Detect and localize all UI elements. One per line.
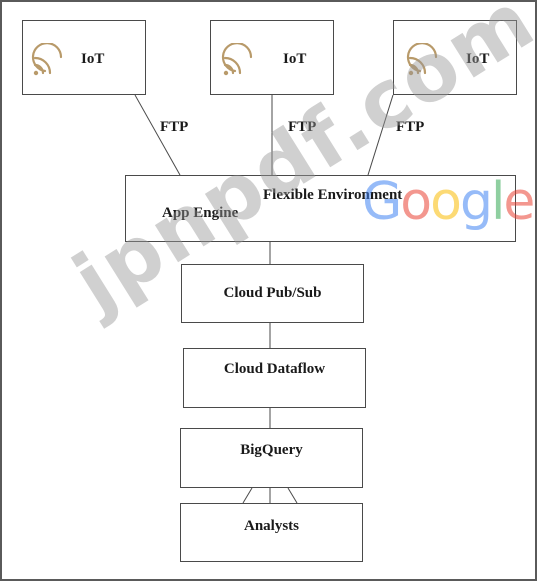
iot-node-3: IoT — [393, 20, 517, 95]
google-letter: G — [362, 172, 402, 232]
analysts-label: Analysts — [243, 518, 299, 534]
iot-node-1: IoT — [22, 20, 146, 95]
iot-node-label: IoT — [466, 51, 490, 67]
cloud-dataflow-label: Cloud Dataflow — [223, 361, 326, 377]
analysts-box: Analysts — [180, 503, 363, 562]
app-engine-box: Flexible Environment App Engine — [125, 175, 516, 242]
google-watermark: Google — [362, 172, 535, 232]
iot-3-connector — [367, 94, 394, 176]
bigquery-analysts-connector-left — [242, 487, 253, 504]
iot-node-2: IoT — [210, 20, 334, 95]
ftp-link-label-1: FTP — [160, 119, 189, 135]
iot-signal-icon — [406, 43, 438, 76]
google-letter: l — [490, 172, 506, 232]
google-letter: o — [430, 172, 462, 232]
bigquery-analysts-connector-right — [287, 487, 298, 504]
cloud-dataflow-box: Cloud Dataflow — [183, 348, 366, 408]
ftp-link-label-3: FTP — [396, 119, 425, 135]
iot-signal-icon — [31, 43, 63, 76]
iot-node-label: IoT — [81, 51, 105, 67]
iot-node-label: IoT — [283, 51, 307, 67]
cloud-pubsub-box: Cloud Pub/Sub — [181, 264, 364, 323]
google-letter: g — [459, 172, 493, 232]
google-letter: e — [503, 172, 535, 232]
iot-1-connector — [134, 94, 181, 176]
bigquery-label: BigQuery — [240, 442, 303, 458]
iot-signal-icon — [221, 43, 253, 76]
google-letter: o — [400, 172, 432, 232]
app-engine-subtitle: Flexible Environment — [263, 187, 403, 203]
ftp-link-label-2: FTP — [288, 119, 317, 135]
bigquery-box: BigQuery — [180, 428, 363, 488]
app-engine-title: App Engine — [162, 205, 239, 221]
cloud-pubsub-label: Cloud Pub/Sub — [223, 285, 322, 301]
